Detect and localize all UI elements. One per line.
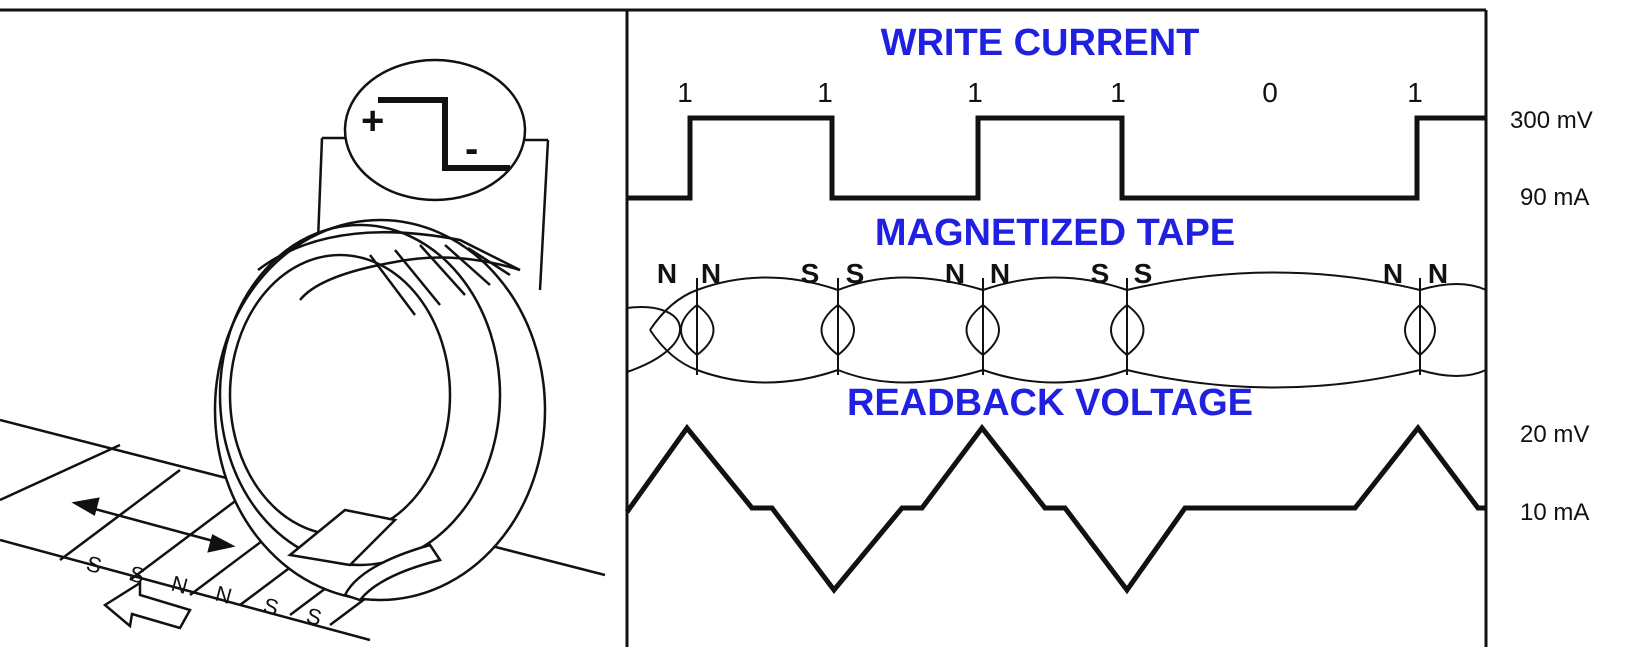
bit-label: 0 [1262,77,1278,108]
bit-label: 1 [967,77,983,108]
plus-symbol: + [361,99,384,143]
tape-pole-label: N [169,571,191,599]
coil-wires [316,136,550,291]
write-low-label: 90 mA [1520,184,1589,211]
pole-label: N [990,258,1010,289]
pole-labels: N N S S N N S S N N [657,258,1448,289]
pole-label: N [701,258,721,289]
pole-label: S [846,258,865,289]
pole-label: N [657,258,677,289]
readback-voltage-title: READBACK VOLTAGE [847,382,1253,424]
pole-label: N [1428,258,1448,289]
magnetic-domains [626,271,1487,389]
bit-label: 1 [677,77,693,108]
bit-label: 1 [817,77,833,108]
bit-label: 1 [1110,77,1126,108]
pole-label: S [1134,258,1153,289]
tape-pole-labels: S S N N S S [84,551,325,631]
bit-labels: 1 1 1 1 0 1 [677,77,1423,108]
write-high-label: 300 mV [1510,107,1593,134]
magnetized-tape-title: MAGNETIZED TAPE [875,212,1235,254]
pole-label: N [1383,258,1403,289]
readback-low-label: 10 mA [1520,499,1589,526]
bit-label: 1 [1407,77,1423,108]
tape-pole-label: N [213,581,235,609]
readback-voltage-waveform [624,423,1486,595]
tape-pole-label: S [304,603,325,631]
tape-pole-label: S [84,551,105,579]
readback-high-label: 20 mV [1520,421,1589,448]
write-current-title: WRITE CURRENT [881,22,1200,64]
magnetization-arrow [71,497,236,553]
tape-pole-label: S [261,593,282,621]
write-current-waveform [627,115,1486,201]
recording-head-illustration [0,58,606,642]
minus-symbol: - [465,127,478,171]
tape-direction-arrow-icon [102,580,192,630]
ring-head [213,218,547,602]
drive-signal-bubble [343,58,527,202]
tape-pole-label: S [127,561,148,589]
